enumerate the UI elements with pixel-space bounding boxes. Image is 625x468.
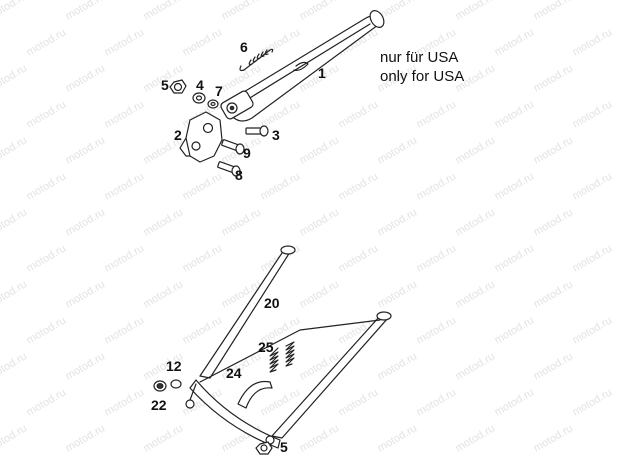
label-part-6: 6 — [240, 39, 248, 55]
nut-5-lower — [255, 441, 273, 455]
label-part-8: 8 — [235, 167, 243, 183]
washer-7 — [207, 99, 219, 109]
washer-12 — [170, 379, 182, 389]
bolt-3 — [245, 125, 269, 137]
bolt-8 — [217, 161, 241, 177]
bolt-9 — [221, 139, 245, 155]
nut-5-upper — [169, 79, 187, 94]
label-part-1: 1 — [318, 65, 326, 81]
washer-4 — [192, 92, 206, 104]
bracket-24 — [237, 380, 273, 409]
note-line-english: only for USA — [380, 68, 464, 85]
springs-25 — [269, 341, 295, 373]
label-part-12: 12 — [166, 358, 182, 374]
bracket-2 — [179, 111, 223, 163]
label-part-3: 3 — [272, 127, 280, 143]
label-part-4: 4 — [196, 77, 204, 93]
label-part-7: 7 — [215, 83, 223, 99]
rubber-22 — [153, 380, 167, 392]
label-part-25: 25 — [258, 339, 274, 355]
label-part-9: 9 — [243, 145, 251, 161]
label-part-20: 20 — [264, 295, 280, 311]
label-part-24: 24 — [226, 365, 242, 381]
label-part-5-lower: 5 — [280, 439, 288, 455]
spring-6 — [239, 48, 274, 72]
center-stand-20 — [185, 245, 392, 449]
label-part-22: 22 — [151, 397, 167, 413]
note-line-german: nur für USA — [380, 49, 458, 66]
side-stand-leg — [220, 10, 385, 122]
label-part-5-upper: 5 — [161, 77, 169, 93]
label-part-2: 2 — [174, 127, 182, 143]
